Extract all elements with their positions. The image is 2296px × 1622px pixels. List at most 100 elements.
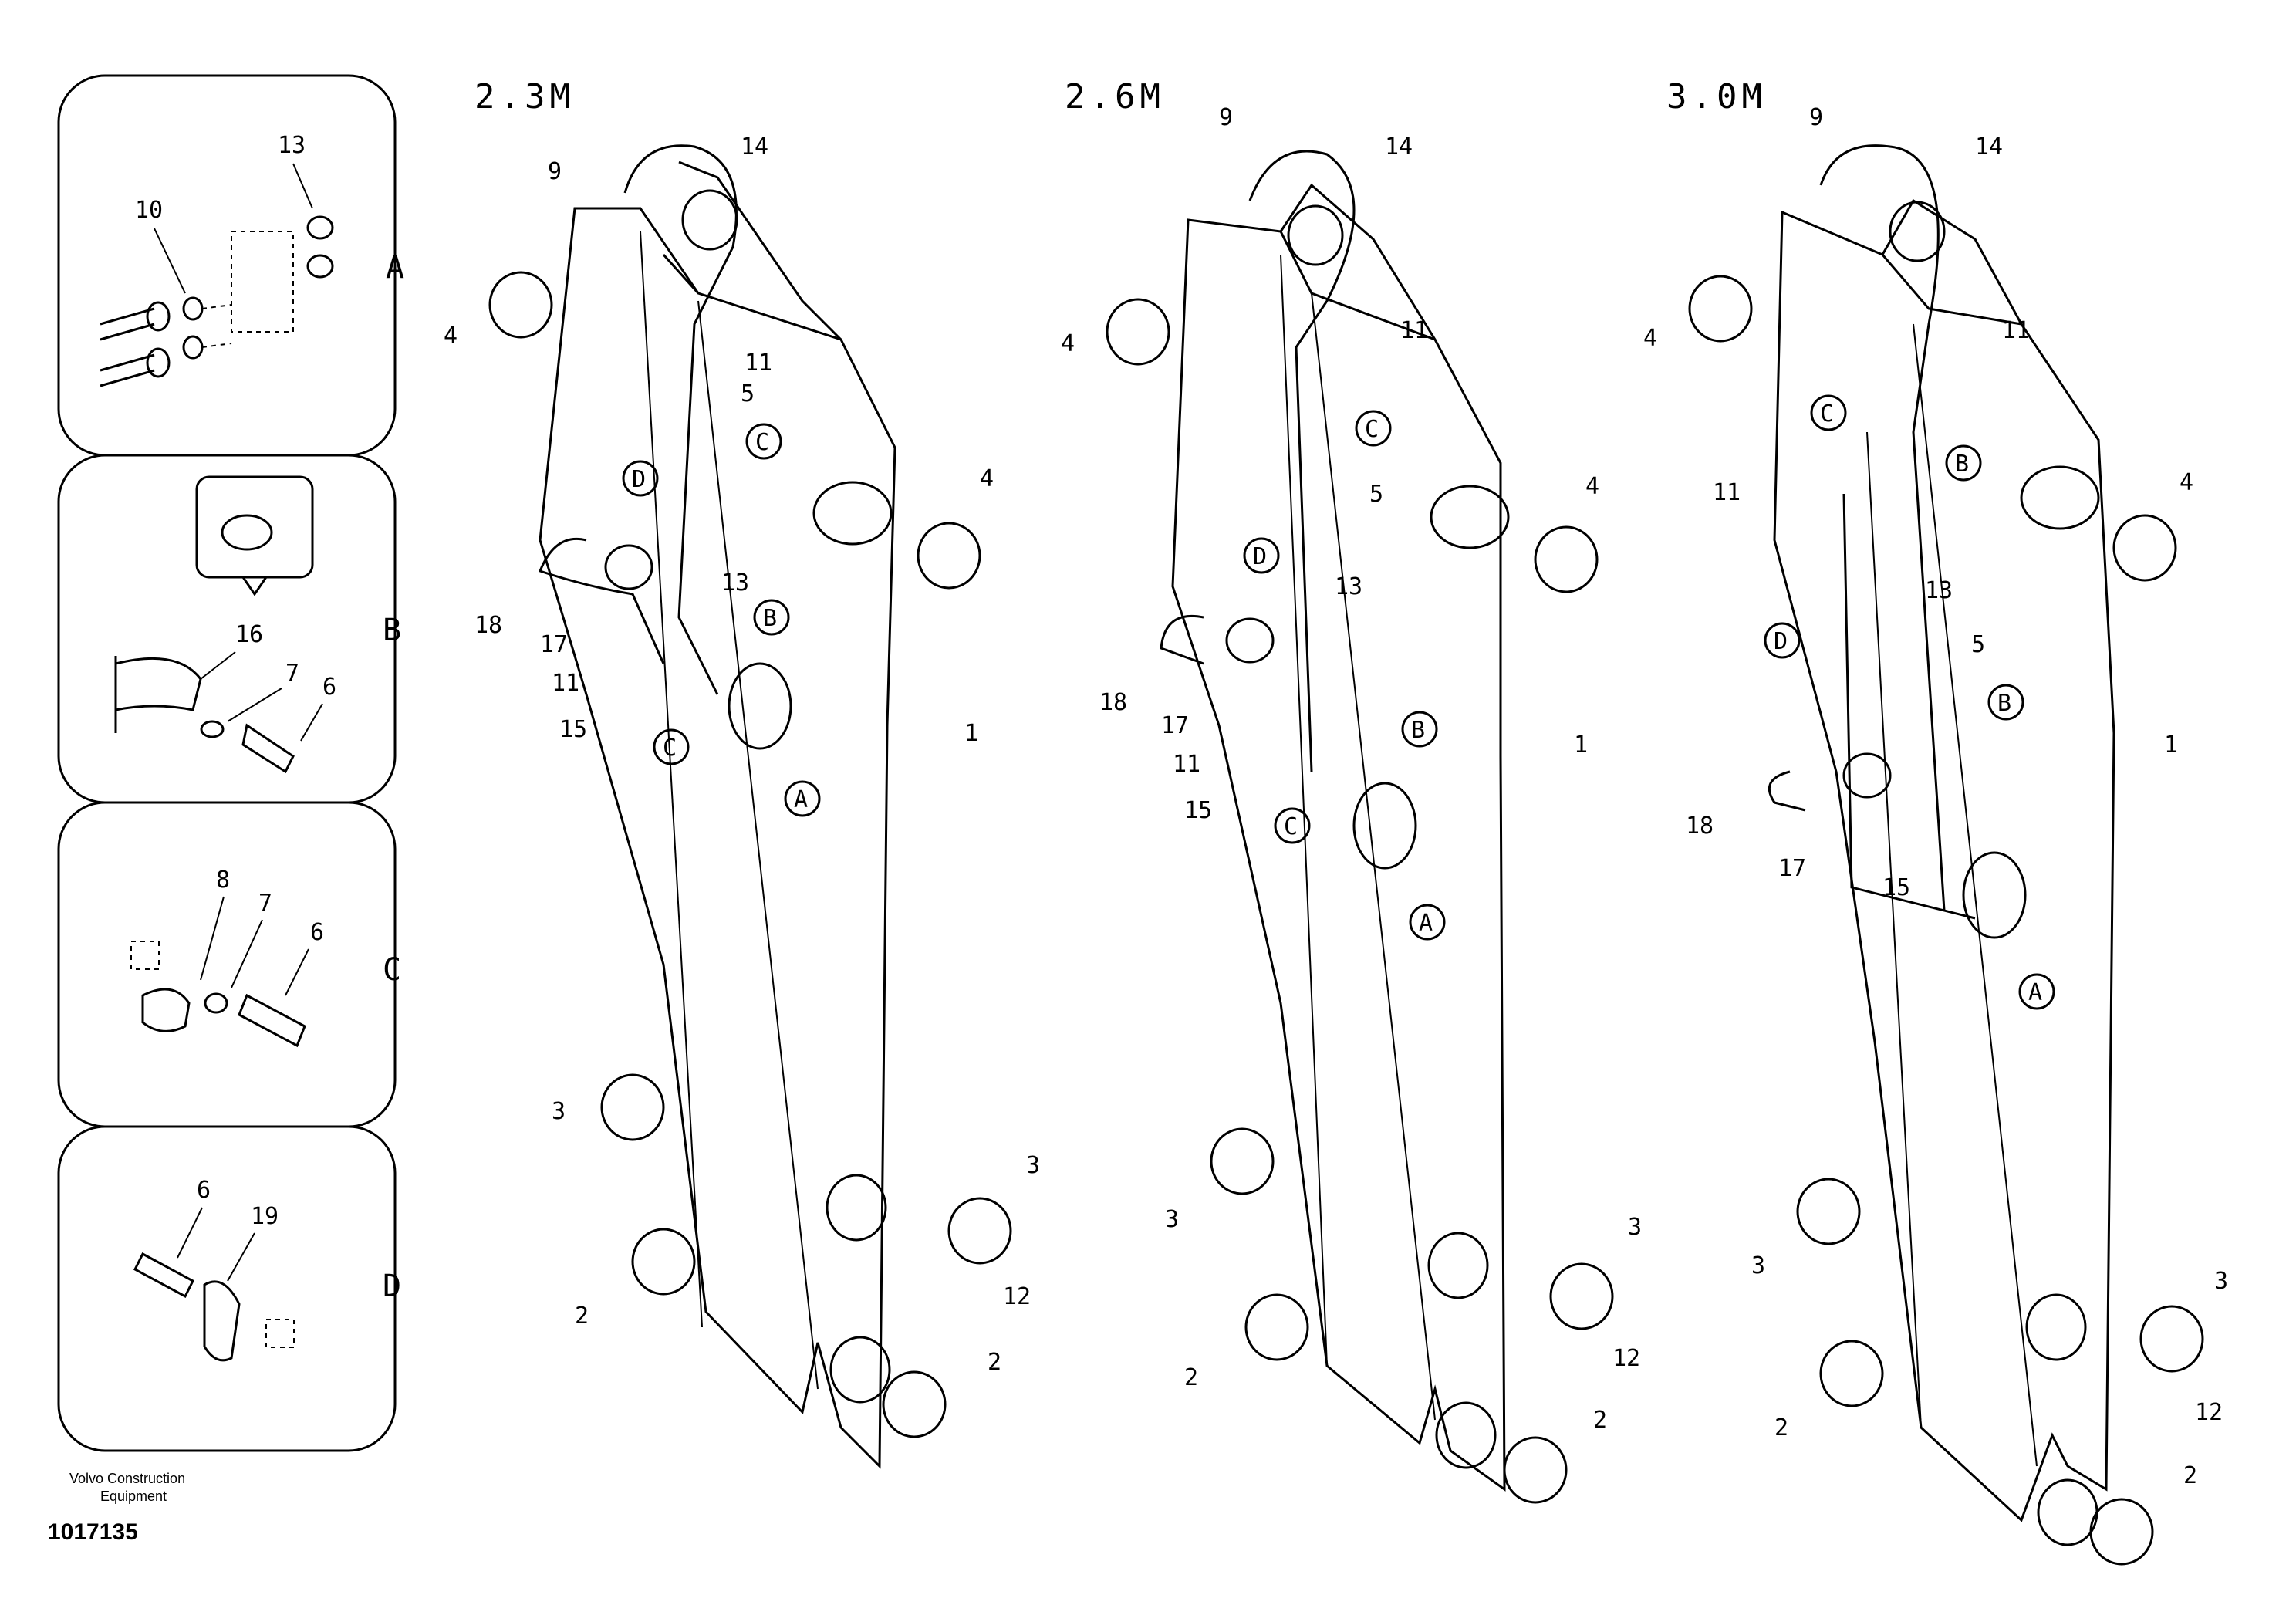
pin-bore <box>812 481 893 546</box>
footer: Volvo Construction Equipment 1017135 <box>48 1471 185 1545</box>
part-15-label: 15 <box>559 716 587 743</box>
part-14-label: 14 <box>741 133 768 161</box>
arm-body <box>1171 218 1506 1492</box>
detail-panel-d: D 6 19 <box>57 1125 401 1452</box>
part-11-label: 11 <box>745 350 772 377</box>
part-11b-label: 11 <box>552 670 579 697</box>
part-9-label: 9 <box>1219 104 1233 131</box>
part-5-label: 5 <box>1971 631 1985 658</box>
part-18-label: 18 <box>474 612 502 639</box>
part-4b-label: 4 <box>980 465 994 492</box>
detail-c-part-8: 8 <box>216 867 230 894</box>
callout-b: B <box>1411 717 1425 744</box>
part-14-label: 14 <box>1975 133 2003 161</box>
callout-b: B <box>763 605 777 632</box>
part-13-label: 13 <box>1925 577 1953 604</box>
part-3b-label: 3 <box>1628 1214 1642 1241</box>
part-5-label: 5 <box>741 380 755 407</box>
callout-d: D <box>1253 543 1267 570</box>
callout-c2: C <box>1284 813 1298 840</box>
detail-a-part-10: 10 <box>135 197 163 224</box>
detail-d-part-6: 6 <box>197 1177 211 1204</box>
hose <box>623 144 738 695</box>
part-13-label: 13 <box>721 569 749 596</box>
arm-body <box>1773 210 2115 1522</box>
part-15-label: 15 <box>1184 797 1212 824</box>
bracket-part <box>141 988 191 1032</box>
drawing-number: 1017135 <box>48 1519 138 1545</box>
part-3b-label: 3 <box>2214 1268 2228 1295</box>
part-9-label: 9 <box>1809 104 1823 131</box>
detail-c-part-6: 6 <box>310 919 324 946</box>
part-11b-label: 11 <box>1173 751 1200 778</box>
part-4-label: 4 <box>1061 330 1075 357</box>
clamp-inset-box <box>195 475 314 579</box>
part-3-label: 3 <box>1165 1206 1179 1233</box>
part-3-label: 3 <box>552 1098 566 1125</box>
part-2b-label: 2 <box>988 1349 1001 1376</box>
part-4-label: 4 <box>444 323 458 350</box>
arm-body <box>539 207 896 1469</box>
variant-title: 2.6M <box>1065 77 1165 117</box>
brand-line-1: Volvo Construction <box>69 1471 185 1486</box>
callout-c: C <box>755 429 769 456</box>
callout-b2: B <box>1997 690 2011 717</box>
part-17-label: 17 <box>1778 855 1806 882</box>
part-1-label: 1 <box>964 720 978 747</box>
part-12-label: 12 <box>1612 1345 1640 1372</box>
part-2-label: 2 <box>1184 1364 1198 1391</box>
part-12-label: 12 <box>1003 1283 1031 1310</box>
brand-line-2: Equipment <box>100 1489 167 1504</box>
callout-d: D <box>1774 628 1788 655</box>
part-13-label: 13 <box>1335 573 1362 600</box>
part-18-label: 18 <box>1686 813 1714 840</box>
part-5-label: 5 <box>1369 481 1383 508</box>
callout-a: A <box>1419 910 1433 937</box>
clip-part <box>203 1280 241 1362</box>
part-17-label: 17 <box>540 631 568 658</box>
part-4-label: 4 <box>1643 325 1657 352</box>
arm-variant-3-0m: 3.0M 9 14 4 11 11 4 13 5 1 18 17 15 3 3 … <box>1643 77 2228 1566</box>
part-2b-label: 2 <box>2183 1462 2197 1489</box>
part-18-label: 18 <box>1099 689 1127 716</box>
detail-panel-a: A 13 10 <box>57 74 404 457</box>
part-1-label: 1 <box>1574 732 1588 759</box>
part-11-label: 11 <box>2002 317 2030 344</box>
clamp-part <box>114 657 202 711</box>
part-11b-label: 11 <box>1713 479 1741 506</box>
callout-d: D <box>632 466 646 493</box>
part-2-label: 2 <box>1774 1414 1788 1441</box>
callout-c: C <box>1820 400 1834 427</box>
callout-b: B <box>1955 451 1969 478</box>
part-1-label: 1 <box>2164 732 2178 759</box>
part-4b-label: 4 <box>1585 473 1599 500</box>
detail-b-part-6: 6 <box>322 674 336 701</box>
detail-a-part-13: 13 <box>278 132 306 159</box>
part-4b-label: 4 <box>2180 469 2193 496</box>
variant-title: 2.3M <box>474 77 575 117</box>
part-14-label: 14 <box>1385 133 1413 161</box>
detail-panel-b-letter: B <box>383 613 401 648</box>
detail-b-part-7: 7 <box>285 660 299 687</box>
part-2-label: 2 <box>575 1303 589 1330</box>
arm-variant-2-3m: 2.3M 9 14 4 11 5 4 13 18 17 11 <box>444 77 1040 1469</box>
detail-panel-c-letter: C <box>383 952 401 988</box>
callout-a: A <box>794 786 808 813</box>
detail-panel-c: C 8 7 6 <box>57 801 401 1128</box>
part-3-label: 3 <box>1751 1252 1765 1279</box>
callout-c2: C <box>663 735 677 762</box>
part-15-label: 15 <box>1882 874 1910 901</box>
detail-panel-b: B 16 7 6 <box>57 454 401 804</box>
part-11-label: 11 <box>1400 317 1428 344</box>
callout-a: A <box>2028 979 2042 1006</box>
detail-d-part-19: 19 <box>251 1203 279 1230</box>
part-9-label: 9 <box>548 158 562 185</box>
arm-variant-2-6m: 2.6M 9 14 4 11 5 4 13 18 17 11 15 1 3 3 … <box>1061 77 1642 1504</box>
callout-c: C <box>1365 416 1379 443</box>
part-3b-label: 3 <box>1026 1152 1040 1179</box>
hose <box>1819 144 1946 911</box>
detail-panel-d-letter: D <box>383 1269 401 1304</box>
fitting-assembly-sketch <box>100 215 334 387</box>
part-12-label: 12 <box>2195 1399 2223 1426</box>
